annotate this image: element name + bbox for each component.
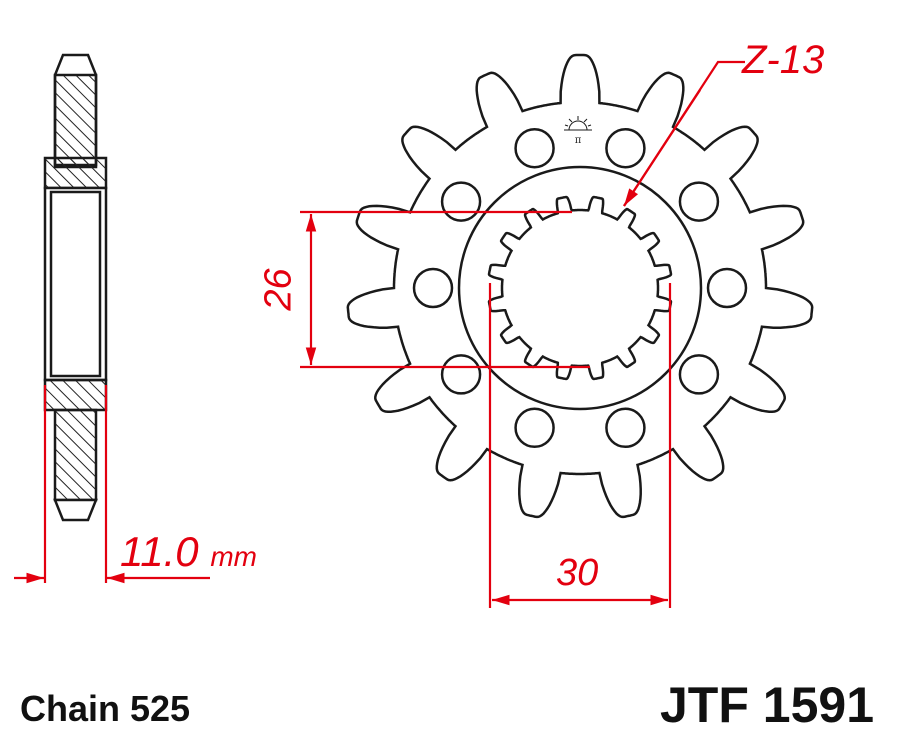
svg-text:π: π [575, 135, 582, 146]
bolt-hole [678, 181, 720, 222]
width-unit: mm [210, 541, 257, 572]
bolt-hole [678, 354, 720, 395]
teeth-count-label: Z-13 [742, 38, 825, 82]
width-value: 11.0 [120, 528, 199, 575]
bolt-hole [514, 127, 555, 169]
bolt-hole [514, 407, 555, 449]
bolt-hole [706, 267, 748, 309]
dimension-lines [14, 60, 745, 608]
bore-width-label: 30 [556, 552, 599, 594]
part-number-label: JTF 1591 [660, 677, 875, 733]
sprocket-outline [346, 53, 814, 519]
bolt-hole [605, 127, 646, 169]
bolt-hole [605, 407, 646, 449]
bolt-hole [412, 267, 454, 309]
width-dimension-label: 11.0 mm [120, 528, 257, 576]
spline-bore [487, 195, 673, 381]
bolt-hole [440, 181, 482, 222]
logo-icon: π [564, 116, 592, 146]
bolt-holes [412, 127, 748, 449]
bolt-hole [440, 354, 482, 395]
hub-circle [457, 165, 703, 411]
chain-size-label: Chain 525 [20, 688, 191, 729]
sprocket-front-view: π [346, 53, 814, 519]
side-view [43, 53, 108, 522]
spline-diameter-label: 26 [257, 268, 300, 311]
